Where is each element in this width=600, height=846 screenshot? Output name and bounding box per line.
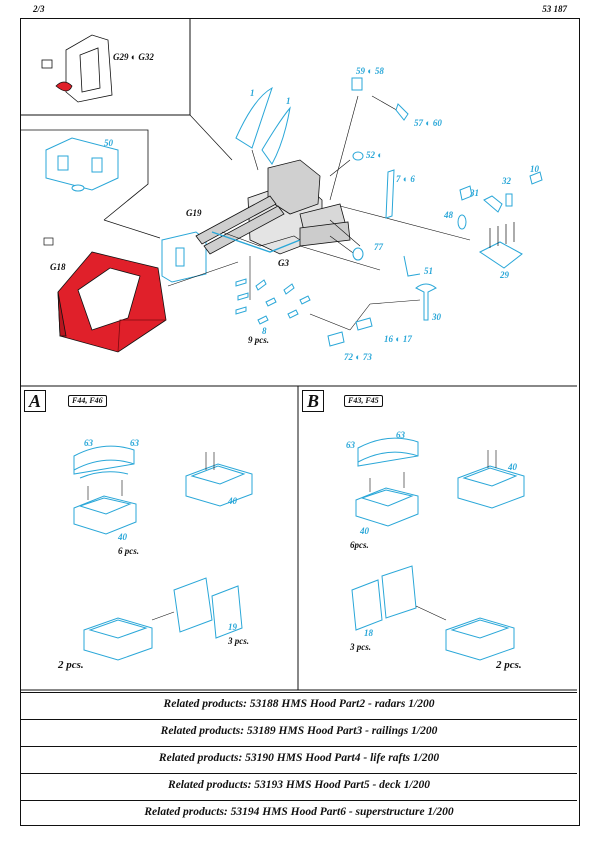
label-29: 29 bbox=[500, 270, 509, 280]
label-g18: G18 bbox=[50, 262, 66, 272]
related-product-4: Related products: 53193 HMS Hood Part5 -… bbox=[21, 773, 577, 797]
label-30: 30 bbox=[432, 312, 441, 322]
label-31: 31 bbox=[470, 188, 479, 198]
related-product-1: Related products: 53188 HMS Hood Part2 -… bbox=[21, 692, 577, 716]
label-g29-g32: G29 ◐ G32 bbox=[113, 52, 154, 62]
label-a-40: 40 bbox=[228, 496, 237, 506]
label-52: 52 ◐ bbox=[366, 150, 383, 160]
label-48: 48 bbox=[444, 210, 453, 220]
label-b-63a: 63 bbox=[346, 440, 355, 450]
label-57-60: 57 ◐ 60 bbox=[414, 118, 442, 128]
page-frame bbox=[20, 18, 580, 826]
label-g3: G3 bbox=[278, 258, 289, 268]
label-a-19: 19 bbox=[228, 622, 237, 632]
section-b-ref: F43, F45 bbox=[344, 395, 383, 407]
page-number: 2/3 bbox=[33, 4, 45, 14]
label-72-73: 72 ◐ 73 bbox=[344, 352, 372, 362]
label-b-63b: 63 bbox=[396, 430, 405, 440]
label-50: 50 bbox=[104, 138, 113, 148]
related-product-5: Related products: 53194 HMS Hood Part6 -… bbox=[21, 800, 577, 824]
label-51: 51 bbox=[424, 266, 433, 276]
inset-part bbox=[41, 34, 113, 103]
label-16-17: 16 ◐ 17 bbox=[384, 334, 412, 344]
related-product-3: Related products: 53190 HMS Hood Part4 -… bbox=[21, 746, 577, 770]
section-a-drawing bbox=[73, 445, 253, 661]
label-59-58: 59 ◐ 58 bbox=[356, 66, 384, 76]
section-a-ref: F44, F46 bbox=[68, 395, 107, 407]
label-1a: 1 bbox=[250, 88, 255, 98]
label-32: 32 bbox=[502, 176, 511, 186]
label-a-63a: 63 bbox=[84, 438, 93, 448]
label-b-count6: 6pcs. bbox=[350, 540, 369, 550]
label-1b: 1 bbox=[286, 96, 291, 106]
label-8: 8 bbox=[262, 326, 267, 336]
label-10: 10 bbox=[530, 164, 539, 174]
label-b-40: 40 bbox=[508, 462, 517, 472]
section-b-drawing bbox=[351, 437, 525, 661]
label-a-40b: 40 bbox=[118, 532, 127, 542]
label-8-count: 9 pcs. bbox=[248, 335, 269, 345]
small-parts bbox=[327, 77, 543, 347]
related-product-2: Related products: 53189 HMS Hood Part3 -… bbox=[21, 719, 577, 743]
part-1b bbox=[261, 106, 291, 165]
section-b-letter: B bbox=[302, 390, 324, 412]
label-7-6: 7 ◐ 6 bbox=[396, 174, 415, 184]
part-1a bbox=[235, 86, 273, 149]
label-b-count3: 3 pcs. bbox=[350, 642, 371, 652]
label-b-18: 18 bbox=[364, 628, 373, 638]
turret-housing-g18 bbox=[57, 251, 167, 353]
label-a-count3: 3 pcs. bbox=[228, 636, 249, 646]
gun-mount bbox=[195, 159, 351, 255]
label-b-count2: 2 pcs. bbox=[496, 659, 522, 671]
label-a-count6: 6 pcs. bbox=[118, 546, 139, 556]
label-a-63b: 63 bbox=[130, 438, 139, 448]
section-a-letter: A bbox=[24, 390, 46, 412]
side-panel bbox=[161, 231, 207, 283]
label-b-40b: 40 bbox=[360, 526, 369, 536]
label-77: 77 bbox=[374, 242, 383, 252]
product-code: 53 187 bbox=[542, 4, 567, 14]
label-a-count2: 2 pcs. bbox=[58, 659, 84, 671]
part-8-fins bbox=[235, 278, 311, 325]
part-50-drawing bbox=[45, 137, 119, 192]
label-g19: G19 bbox=[186, 208, 202, 218]
